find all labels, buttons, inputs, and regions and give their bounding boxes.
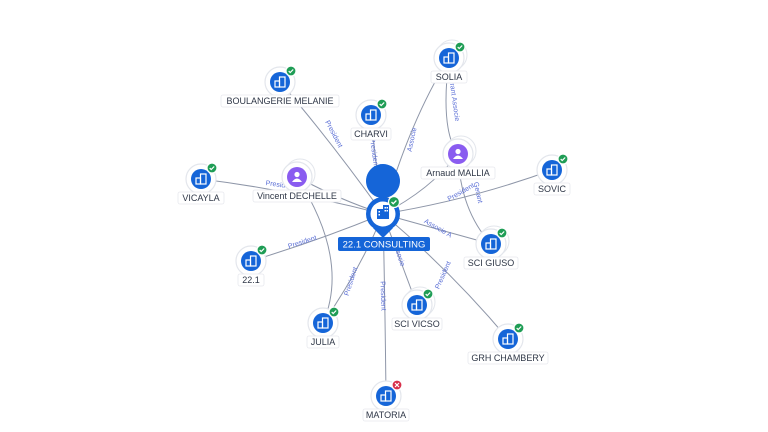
check-icon bbox=[331, 310, 337, 315]
edge-label-president: President bbox=[323, 120, 343, 149]
check-icon bbox=[209, 166, 215, 171]
node-label: 22.1 bbox=[242, 275, 260, 285]
center-label: 22.1 CONSULTING bbox=[343, 240, 426, 251]
node-label: CHARVI bbox=[354, 129, 388, 139]
node-label-bg bbox=[430, 70, 468, 84]
check-icon bbox=[379, 102, 385, 107]
node-scigiuso[interactable]: SCI GIUSO bbox=[463, 225, 519, 270]
node-label-bg bbox=[177, 191, 225, 205]
building-icon bbox=[502, 333, 514, 345]
building-icon bbox=[546, 164, 558, 176]
node-solia[interactable]: SOLIA bbox=[430, 39, 468, 84]
node-boulangerie[interactable]: BOULANGERIE MELANIE bbox=[220, 65, 340, 108]
node-grh[interactable]: GRH CHAMBERY bbox=[467, 322, 549, 365]
person-icon bbox=[453, 148, 463, 159]
edge-label-president: President bbox=[287, 235, 317, 251]
building-icon bbox=[365, 109, 377, 121]
node-label-bg bbox=[463, 256, 519, 270]
node-charvi[interactable]: CHARVI bbox=[350, 98, 392, 141]
node-label-bg bbox=[350, 127, 392, 141]
edge-grh-center bbox=[382, 213, 509, 340]
node-sovic[interactable]: SOVIC bbox=[533, 153, 571, 196]
building-icon bbox=[245, 255, 257, 267]
building-icon bbox=[443, 52, 455, 64]
check-icon bbox=[391, 200, 397, 205]
node-label-bg bbox=[533, 182, 571, 196]
check-icon bbox=[499, 231, 505, 236]
building-icon bbox=[317, 317, 329, 329]
node-label: Arnaud MALLIA bbox=[426, 168, 490, 178]
node-label: MATORIA bbox=[366, 410, 406, 420]
node-label: SCI GIUSO bbox=[468, 258, 515, 268]
building-icon bbox=[377, 205, 389, 219]
node-label-bg bbox=[420, 166, 496, 180]
check-icon bbox=[288, 69, 294, 74]
node-vicayla[interactable]: VICAYLA bbox=[177, 162, 225, 205]
node-label: BOULANGERIE MELANIE bbox=[226, 96, 333, 106]
node-label-bg bbox=[237, 273, 265, 287]
node-scivicso[interactable]: SCI VICSO bbox=[391, 286, 443, 331]
node-label-bg bbox=[220, 94, 340, 108]
node-n221[interactable]: 22.1 bbox=[235, 244, 268, 287]
edge-label-president: President bbox=[344, 266, 360, 296]
building-icon bbox=[485, 238, 497, 250]
node-label: SOLIA bbox=[436, 72, 463, 82]
node-matoria[interactable]: MATORIA bbox=[362, 379, 410, 422]
node-label: VICAYLA bbox=[182, 193, 219, 203]
node-julia[interactable]: JULIA bbox=[306, 306, 340, 349]
node-label-bg bbox=[391, 317, 443, 331]
building-icon bbox=[274, 76, 286, 88]
check-icon bbox=[425, 292, 431, 297]
building-icon bbox=[195, 173, 207, 185]
edge-label-president: President bbox=[265, 180, 295, 191]
node-label-bg bbox=[252, 189, 342, 203]
node-label-bg bbox=[467, 351, 549, 365]
building-icon bbox=[380, 390, 392, 402]
node-label-bg bbox=[306, 335, 340, 349]
check-icon bbox=[259, 248, 265, 253]
node-label: GRH CHAMBERY bbox=[471, 353, 544, 363]
node-vincent[interactable]: Vincent DECHELLE bbox=[252, 158, 342, 203]
node-label: Vincent DECHELLE bbox=[257, 191, 337, 201]
edge-label-president: President bbox=[368, 138, 379, 168]
center-pin bbox=[366, 163, 401, 198]
node-arnaud[interactable]: Arnaud MALLIA bbox=[420, 135, 496, 180]
edge-label-gerant: Gerant bbox=[472, 181, 483, 203]
center-node[interactable]: 22.1 CONSULTING bbox=[338, 163, 430, 251]
center-pin-tip bbox=[373, 228, 393, 238]
node-label: SOVIC bbox=[538, 184, 567, 194]
node-label: SCI VICSO bbox=[394, 319, 440, 329]
edge-label-associe_ab: Associe A bbox=[423, 218, 453, 240]
edge-label-associe: Associe bbox=[407, 127, 419, 153]
building-icon bbox=[411, 299, 423, 311]
person-icon bbox=[292, 171, 302, 182]
node-label-bg bbox=[362, 408, 410, 422]
nodes-layer: SOLIA BOULANGERIE MELANIE CHARVI Arnaud MAL… bbox=[177, 39, 571, 422]
check-icon bbox=[457, 45, 463, 50]
check-icon bbox=[560, 157, 566, 162]
center-label-bg bbox=[338, 237, 430, 251]
node-label: JULIA bbox=[311, 337, 336, 347]
check-icon bbox=[516, 326, 522, 331]
edge-label-president: President bbox=[378, 281, 386, 311]
cross-icon bbox=[394, 382, 400, 388]
edge-sovic-center bbox=[382, 169, 553, 215]
